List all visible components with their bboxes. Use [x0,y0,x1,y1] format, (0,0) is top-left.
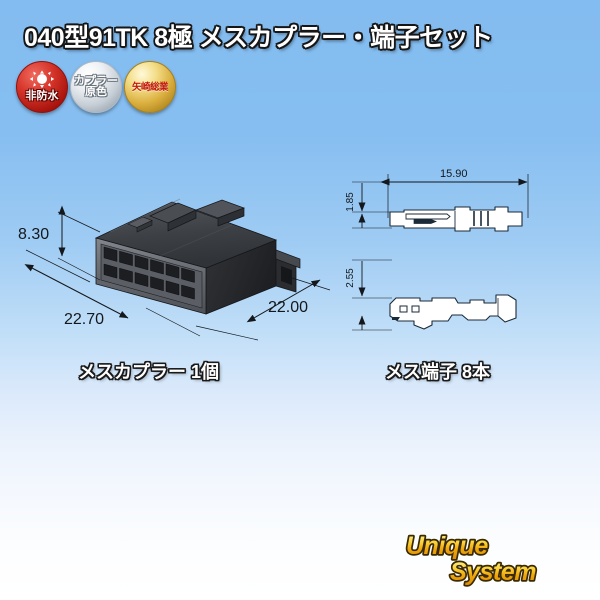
svg-text:8.30: 8.30 [18,226,49,243]
dimension-15-90: 15.90 [380,168,529,218]
badge-coupler-color: カプラー 原色 [70,61,122,113]
svg-text:22.70: 22.70 [64,311,104,328]
badge-label: 矢崎総業 [131,81,169,93]
svg-text:1.85: 1.85 [345,192,356,212]
technical-drawing-area: 8.30 22.70 22.00 [0,140,600,380]
unique-system-logo: Unique Unique System System [402,528,592,590]
dimension-1-85: 1.85 [345,181,392,229]
caption-terminal: メス端子 8本 [385,362,491,382]
terminal-top-view [389,206,523,232]
svg-text:22.00: 22.00 [268,299,308,316]
logo-line2: System [450,558,536,586]
logo-line2-shadow: System [450,558,536,586]
dimension-2-55: 2.55 [345,259,392,331]
dimension-8-30: 8.30 [18,205,101,281]
sun-splash-icon [29,70,55,90]
svg-text:2.55: 2.55 [345,268,356,288]
connector-drawing: 8.30 22.70 22.00 [18,198,331,341]
badge-label-line2: 原色 [85,86,107,98]
logo-line1-shadow: Unique [406,532,488,560]
badge-non-waterproof: 非防水 [16,61,68,113]
logo-line1: Unique [406,532,488,560]
terminal-side-view [389,294,517,330]
dimension-22-70: 22.70 [24,249,201,337]
badge-label: 非防水 [25,90,59,102]
caption-connector: メスカプラー 1個 [78,362,220,382]
badge-label-line1: カプラー [74,75,118,87]
page-title: 040型91TK 8極 メスカプラー・端子セット [24,24,493,52]
badge-manufacturer: 矢崎総業 [124,61,176,113]
terminal-drawing: 15.90 1.85 [345,168,529,331]
dimension-22-00: 22.00 [195,275,331,341]
svg-text:15.90: 15.90 [440,168,468,180]
badge-row: 非防水 カプラー 原色 矢崎総業 [16,61,176,113]
